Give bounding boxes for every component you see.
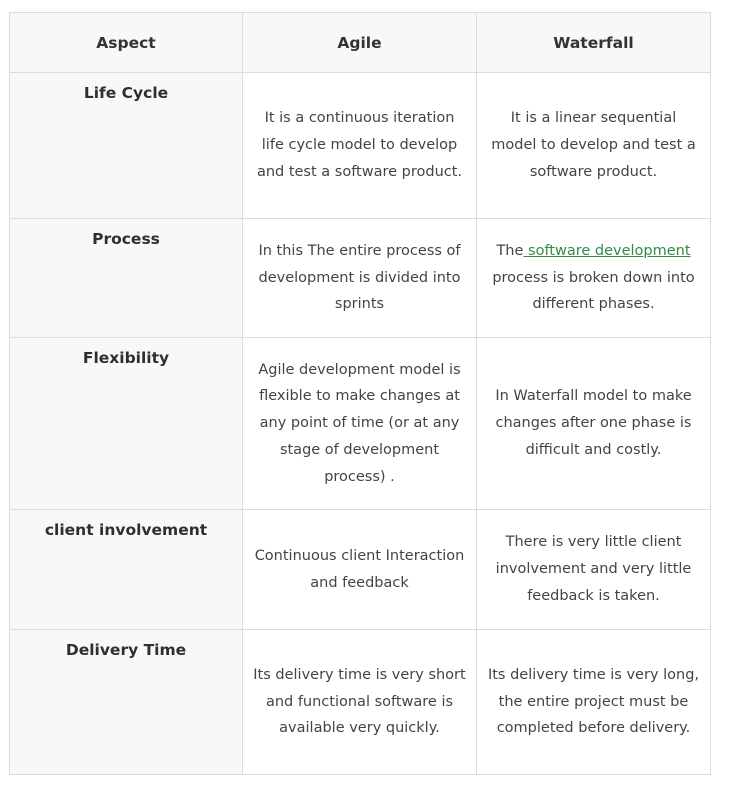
table-header-row: Aspect Agile Waterfall (9, 12, 711, 73)
waterfall-text-suffix: process is broken down into different ph… (492, 269, 695, 313)
aspect-cell: Delivery Time (9, 629, 243, 775)
waterfall-cell: The software development process is brok… (476, 218, 711, 338)
waterfall-cell: There is very little client involvement … (476, 509, 711, 630)
aspect-cell: Life Cycle (9, 72, 243, 219)
header-agile: Agile (242, 12, 477, 73)
agile-cell: It is a continuous iteration life cycle … (242, 72, 477, 219)
agile-cell: Agile development model is flexible to m… (242, 337, 477, 510)
aspect-cell: Process (9, 218, 243, 338)
table-row: Flexibility Agile development model is f… (9, 337, 711, 510)
agile-vs-waterfall-table: Aspect Agile Waterfall Life Cycle It is … (9, 12, 711, 775)
agile-cell: Its delivery time is very short and func… (242, 629, 477, 775)
waterfall-text-prefix: The (496, 242, 524, 259)
table-row: Life Cycle It is a continuous iteration … (9, 72, 711, 219)
software-development-link[interactable]: software development (523, 242, 691, 259)
header-waterfall: Waterfall (476, 12, 711, 73)
agile-cell: In this The entire process of developmen… (242, 218, 477, 338)
agile-cell: Continuous client Interaction and feedba… (242, 509, 477, 630)
aspect-cell: client involvement (9, 509, 243, 630)
waterfall-cell: It is a linear sequential model to devel… (476, 72, 711, 219)
aspect-cell: Flexibility (9, 337, 243, 510)
waterfall-cell: In Waterfall model to make changes after… (476, 337, 711, 510)
header-aspect: Aspect (9, 12, 243, 73)
waterfall-cell: Its delivery time is very long, the enti… (476, 629, 711, 775)
table-row: client involvement Continuous client Int… (9, 509, 711, 630)
table-row: Process In this The entire process of de… (9, 218, 711, 338)
comparison-table-container: Aspect Agile Waterfall Life Cycle It is … (9, 12, 711, 775)
table-row: Delivery Time Its delivery time is very … (9, 629, 711, 775)
